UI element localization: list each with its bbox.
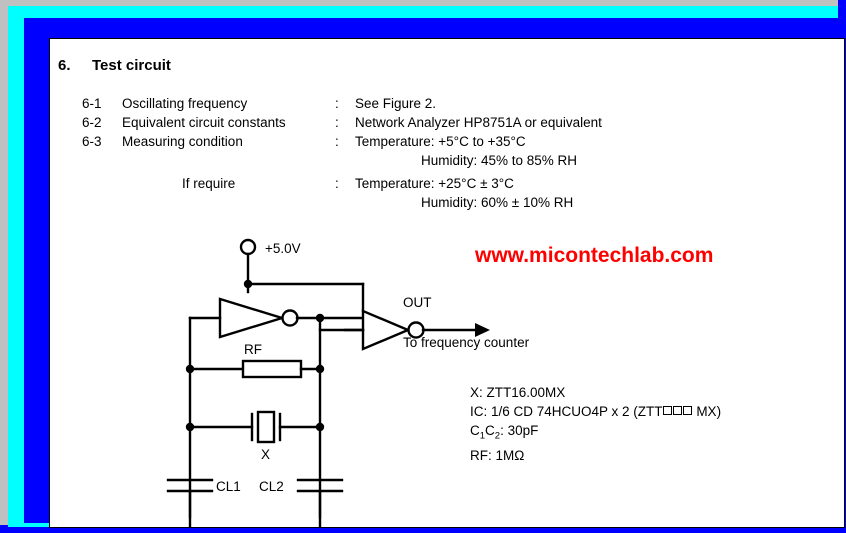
spec-row-if-require: If require : Temperature: +25°C ± 3°C <box>82 176 602 195</box>
inverter1-body-icon <box>218 297 287 339</box>
crystal-body-icon <box>256 410 276 444</box>
spec-value: Network Analyzer HP8751A or equivalent <box>355 115 602 130</box>
legend-capacitor-line: C1C2: 30pF <box>470 421 721 446</box>
junction-dot <box>315 313 325 323</box>
spec-value: See Figure 2. <box>355 96 437 111</box>
spec-value: Temperature: +25°C ± 3°C <box>355 176 514 191</box>
cap-cl2-label: CL2 <box>259 479 284 494</box>
spec-label: Measuring condition <box>122 134 243 149</box>
spec-colon: : <box>335 134 339 149</box>
spec-label: Oscillating frequency <box>122 96 248 111</box>
supply-terminal-icon <box>239 238 257 256</box>
spec-row: 6-2 Equivalent circuit constants : Netwo… <box>82 115 602 134</box>
junction-dot <box>243 279 253 289</box>
inverter2-bubble-icon <box>407 321 425 339</box>
junction-dot <box>185 422 195 432</box>
legend-ic-prefix: IC: 1/6 CD 74HCUO4P x 2 (ZTT <box>470 404 663 419</box>
spec-colon: : <box>335 176 339 191</box>
output-arrowhead-icon <box>475 323 490 337</box>
page-title: 6. Test circuit <box>58 57 171 74</box>
legend-cap-c1: C <box>470 423 480 438</box>
spec-value: Humidity: 60% ± 10% RH <box>421 195 574 210</box>
spec-label: If require <box>182 176 236 191</box>
spec-label: Equivalent circuit constants <box>122 115 286 130</box>
legend-cap-c2: C <box>485 423 495 438</box>
spec-row-continuation: Humidity: 45% to 85% RH <box>82 153 602 172</box>
supply-label: +5.0V <box>265 241 301 256</box>
legend-cap-sub2: 2 <box>494 430 501 442</box>
placeholder-box-icon <box>663 406 673 415</box>
junction-dot <box>185 364 195 374</box>
legend-cap-sub1: 1 <box>479 430 486 442</box>
decorative-frame-cyan: 6. Test circuit 6-1 Oscillating frequency… <box>8 6 845 528</box>
decorative-frame-blue-inner: 6. Test circuit 6-1 Oscillating frequency… <box>24 18 845 528</box>
inverter1-bubble-icon <box>281 309 299 327</box>
specification-list: 6-1 Oscillating frequency : See Figure 2… <box>82 96 602 214</box>
junction-dot <box>315 422 325 432</box>
spec-number: 6-2 <box>82 115 102 130</box>
placeholder-box-icon <box>673 406 683 415</box>
inverter2-body-icon <box>361 309 412 351</box>
legend-ic-suffix: MX) <box>696 404 722 419</box>
out-destination-label: To frequency counter <box>403 335 530 350</box>
out-label: OUT <box>403 295 432 310</box>
resistor-rf-icon <box>241 359 303 379</box>
spec-row: 6-1 Oscillating frequency : See Figure 2… <box>82 96 602 115</box>
spec-number: 6-1 <box>82 96 102 111</box>
watermark-url: www.micontechlab.com <box>475 244 714 267</box>
crystal-x-label: X <box>261 447 270 462</box>
legend-ic-line: IC: 1/6 CD 74HCUO4P x 2 (ZTT MX) <box>470 402 721 421</box>
spec-row-continuation: Humidity: 60% ± 10% RH <box>82 195 602 214</box>
spec-value: Humidity: 45% to 85% RH <box>421 153 578 168</box>
legend-crystal-line: X: ZTT16.00MX <box>470 385 566 400</box>
legend-resistor-line: RF: 1MΩ <box>470 447 525 463</box>
document-page: 6. Test circuit 6-1 Oscillating frequency… <box>49 38 845 528</box>
junction-dot <box>315 364 325 374</box>
section-number: 6. <box>58 57 71 74</box>
spec-colon: : <box>335 115 339 130</box>
legend-cap-value: : 30pF <box>500 423 539 438</box>
spec-row: 6-3 Measuring condition : Temperature: +… <box>82 134 602 153</box>
spec-colon: : <box>335 96 339 111</box>
cap-cl1-label: CL1 <box>216 479 241 494</box>
resistor-rf-label: RF <box>244 342 262 357</box>
section-title-text: Test circuit <box>92 57 171 74</box>
placeholder-box-icon <box>683 406 693 415</box>
circuit-legend: X: ZTT16.00MX IC: 1/6 CD 74HCUO4P x 2 (Z… <box>470 383 721 465</box>
spec-value: Temperature: +5°C to +35°C <box>355 134 526 149</box>
spec-number: 6-3 <box>82 134 102 149</box>
